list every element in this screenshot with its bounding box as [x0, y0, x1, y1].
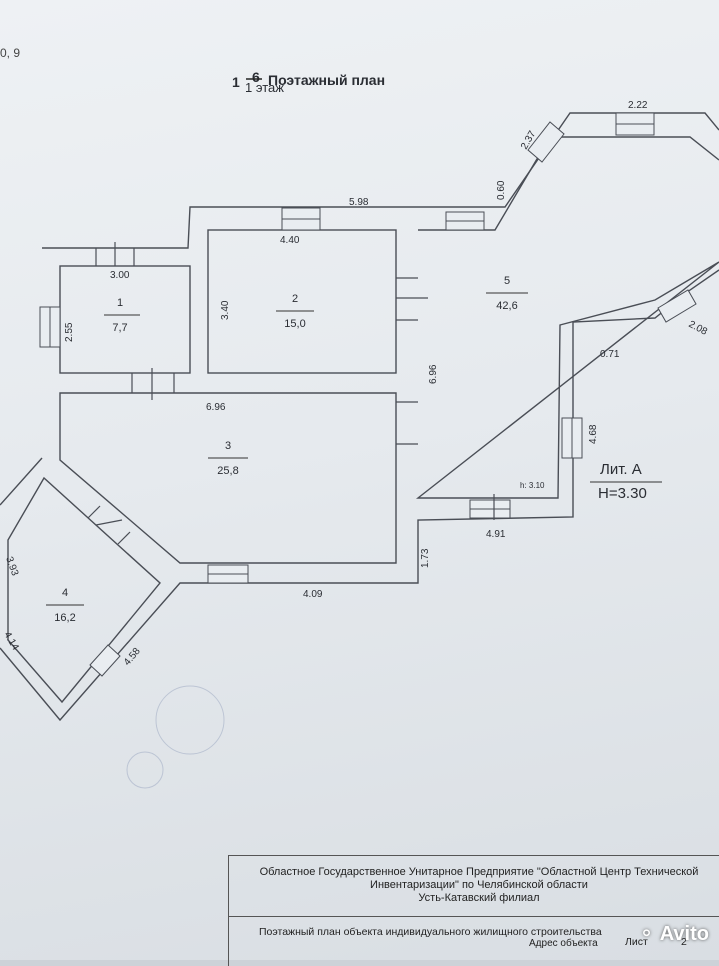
org-line: Инвентаризации" по Челябинской области	[370, 879, 588, 891]
plan-title: 1 6 1 этаж Поэтажный план	[232, 69, 385, 95]
room-number: 4	[62, 587, 68, 599]
dim-label: 3.40	[220, 300, 231, 320]
avito-watermark: ⚬ Avito	[638, 921, 709, 946]
title-handwritten: 1 этаж	[245, 80, 284, 95]
dim-label: 4.68	[588, 424, 599, 444]
avito-logo-icon: ⚬	[638, 923, 655, 945]
dim-label: 2.55	[64, 322, 75, 342]
title-block: Областное Государственное Унитарное Пред…	[228, 855, 719, 966]
stamp-trace	[126, 685, 225, 789]
title-block-row: Поэтажный план объекта индивидуального ж…	[229, 922, 719, 949]
dim-label: 3.00	[110, 270, 130, 281]
object-description: Поэтажный план объекта индивидуального ж…	[259, 926, 602, 938]
address-label: Адрес объекта	[529, 938, 598, 949]
dim-label: 4.09	[303, 589, 323, 600]
sheet-number: 2	[681, 936, 687, 948]
room-labels: 1 7,7 2 15,0 3 25,8 4 16,2 5 42,6	[46, 275, 528, 624]
dim-label: 0.71	[600, 349, 620, 360]
dim-label: 6.96	[428, 364, 439, 384]
dim-label: 4.91	[486, 529, 506, 540]
watermark-text: Avito	[659, 923, 709, 945]
dim-label: 1.73	[420, 548, 431, 568]
lit-label: Лит. А	[600, 461, 642, 478]
room-area: 16,2	[54, 612, 75, 624]
divider	[229, 916, 719, 917]
room-number: 3	[225, 440, 231, 452]
sheet-label: Лист	[625, 936, 648, 948]
dim-label: 2.22	[628, 100, 648, 111]
room-area: 25,8	[217, 465, 238, 477]
dim-label: 6.96	[206, 402, 226, 413]
room-area: 42,6	[496, 300, 517, 312]
org-line: Усть-Катавский филиал	[418, 892, 540, 904]
room-number: 1	[117, 297, 123, 309]
dim-label: 4.14	[1, 630, 20, 653]
org-line: Областное Государственное Унитарное Пред…	[259, 866, 699, 878]
room-number: 5	[504, 275, 510, 287]
dim-label: 3.93	[3, 555, 20, 577]
dim-label: 4.58	[122, 646, 143, 668]
liter-label: Лит. А H=3.30	[590, 461, 662, 502]
room-area: 7,7	[112, 322, 127, 334]
windows	[39, 112, 697, 677]
corner-mark: 0, 9	[0, 46, 21, 60]
lit-height: H=3.30	[598, 485, 647, 502]
organization-name: Областное Государственное Унитарное Пред…	[229, 866, 719, 905]
room-area: 15,0	[284, 318, 305, 330]
doors	[87, 242, 495, 545]
title-main: Поэтажный план	[268, 72, 385, 88]
dim-label: 5.98	[349, 197, 369, 208]
dim-label: 2.08	[687, 319, 710, 338]
height-label: h: 3.10	[520, 481, 545, 490]
title-strike: 6	[252, 69, 260, 85]
dim-label: 4.40	[280, 235, 300, 246]
title-prefix: 1	[232, 74, 240, 90]
room-number: 2	[292, 293, 298, 305]
dim-label: 0.60	[496, 180, 507, 200]
